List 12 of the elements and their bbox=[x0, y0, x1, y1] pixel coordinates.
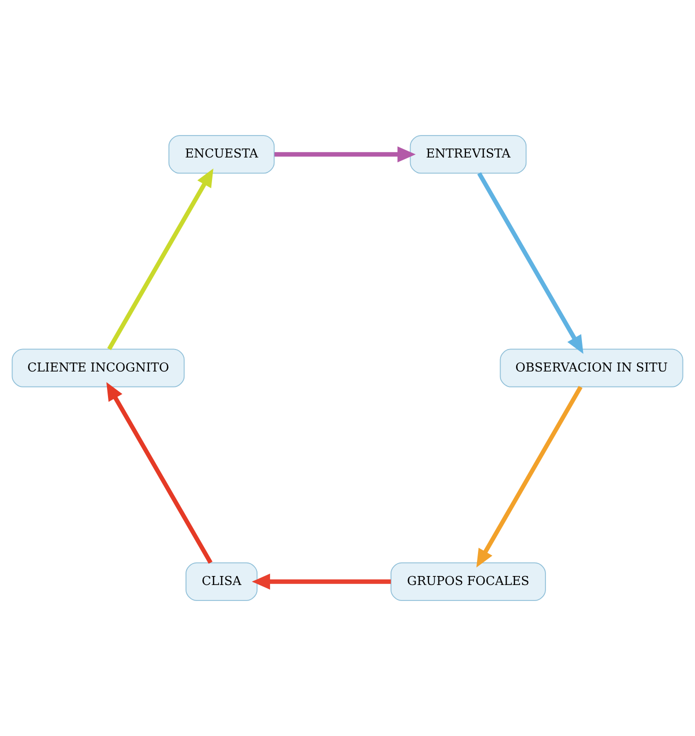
arrow bbox=[106, 382, 212, 564]
node-box: ENCUESTA bbox=[168, 135, 275, 174]
node-box: GRUPOS FOCALES bbox=[390, 562, 546, 601]
arrow bbox=[107, 168, 214, 350]
node-box: OBSERVACION IN SITU bbox=[500, 348, 684, 388]
node-box: CLIENTE INCOGNITO bbox=[12, 348, 185, 388]
node-box: ENTREVISTA bbox=[410, 135, 527, 174]
arrow bbox=[252, 574, 391, 590]
arrow bbox=[477, 172, 584, 354]
arrow bbox=[274, 146, 416, 162]
arrow bbox=[476, 386, 582, 568]
node-box: CLISA bbox=[186, 562, 258, 601]
